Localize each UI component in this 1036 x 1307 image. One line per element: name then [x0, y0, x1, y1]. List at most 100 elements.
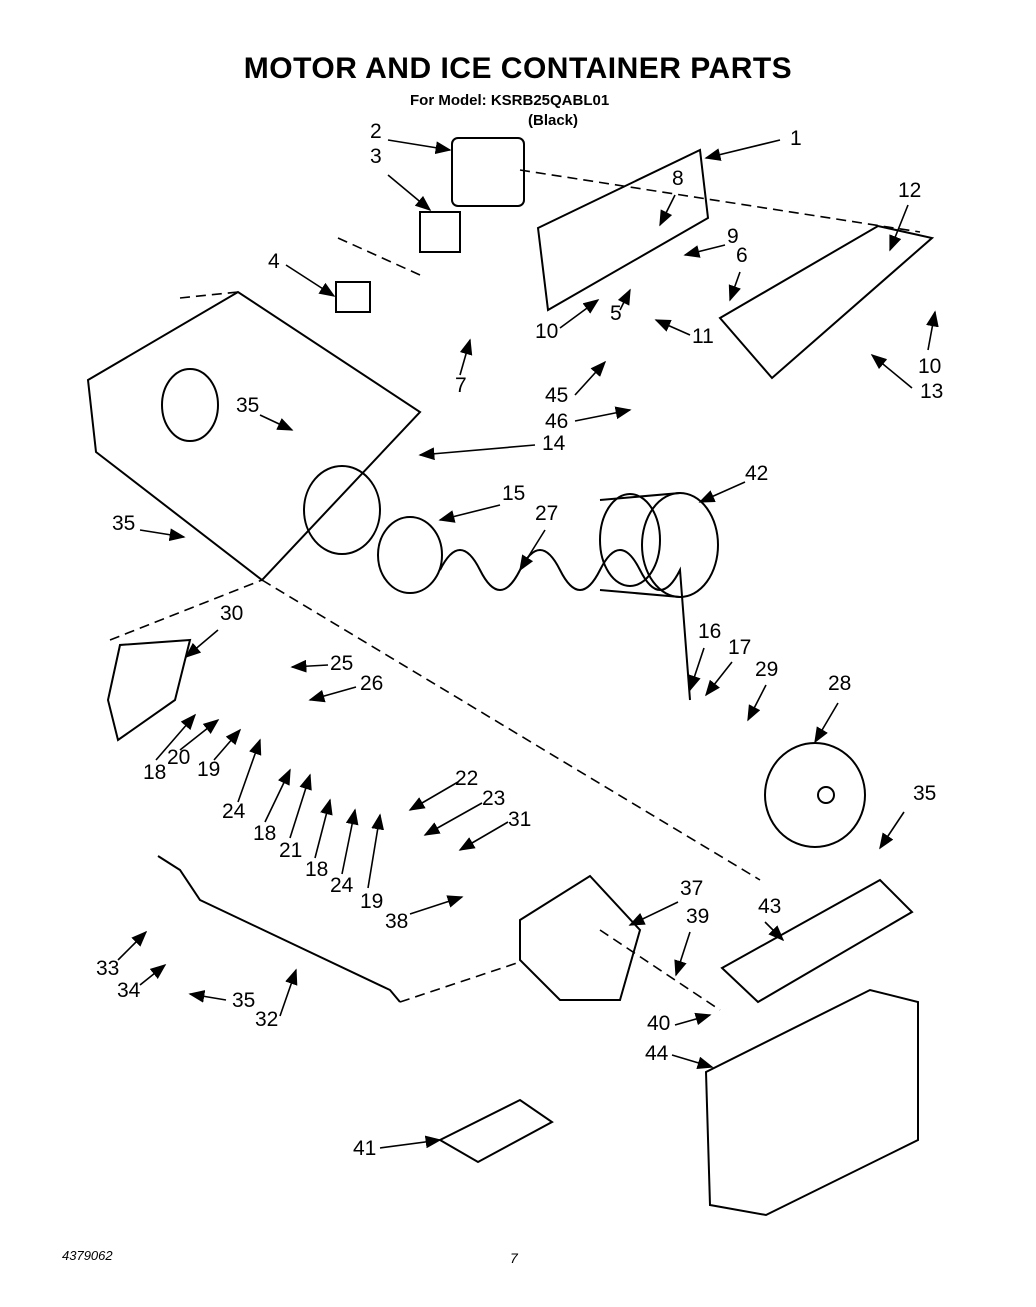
part-number-label: 18	[305, 858, 328, 881]
part-number-label: 11	[692, 325, 714, 348]
leader-line	[289, 773, 312, 839]
part-number-label: 3	[370, 145, 382, 168]
top-cover	[718, 224, 935, 380]
leader-line	[459, 338, 473, 376]
leader-line	[409, 895, 464, 915]
part-number-label: 20	[167, 746, 190, 769]
leader-line	[688, 647, 705, 692]
part-number-label: 4	[268, 250, 280, 273]
leader-line	[889, 204, 909, 252]
callout-c20: 20	[167, 719, 220, 769]
part-number-label: 10	[535, 320, 558, 343]
leader-line	[764, 921, 785, 942]
callout-c3: 3	[370, 145, 432, 212]
part-number-label: 33	[96, 957, 119, 980]
leader-line	[155, 713, 197, 761]
callout-c34: 34	[117, 964, 167, 1002]
ice-container	[86, 290, 422, 582]
callout-c46: 46	[545, 406, 632, 433]
callout-c41: 41	[353, 1135, 442, 1160]
model-line: For Model: KSRB25QABL01	[410, 92, 610, 109]
leader-line	[285, 264, 336, 297]
part-number-label: 44	[645, 1042, 669, 1065]
part-number-label: 34	[117, 979, 141, 1002]
callout-c11: 11	[654, 319, 714, 348]
container-opening	[303, 465, 381, 555]
part-number-label: 19	[360, 890, 383, 913]
color-line: (Black)	[528, 112, 579, 129]
part-number-label: 41	[353, 1137, 376, 1160]
callout-c30: 30	[184, 602, 243, 659]
part-number-label: 13	[920, 380, 943, 403]
part-number-label: 5	[610, 302, 622, 325]
callout-c13: 13	[870, 353, 943, 403]
part-number-label: 8	[672, 167, 684, 190]
callout-c2: 2	[370, 120, 452, 155]
page-number: 7	[510, 1250, 518, 1266]
callout-c24a: 24	[222, 738, 262, 823]
leader-line	[184, 629, 219, 659]
part-number-label: 6	[736, 244, 748, 267]
part-number-label: 18	[253, 822, 276, 845]
part-number-label: 25	[330, 652, 353, 675]
leader-line	[628, 901, 679, 926]
callout-c35b: 35	[112, 512, 186, 542]
front-cover	[704, 988, 919, 1217]
part-number-label: 30	[220, 602, 243, 625]
callout-c16: 16	[688, 620, 721, 692]
leader-line	[117, 930, 148, 961]
part-number-label: 43	[758, 895, 781, 918]
part-number-label: 23	[482, 787, 505, 810]
leader-line	[654, 319, 691, 336]
leader-line	[747, 684, 767, 722]
callout-c29: 29	[747, 658, 778, 722]
gear-housing	[519, 874, 642, 1001]
leader-line	[188, 990, 227, 1003]
callout-c37: 37	[628, 877, 703, 926]
callout-c22: 22	[408, 767, 478, 811]
callout-c45: 45	[545, 360, 607, 407]
callout-c9: 9	[683, 225, 739, 258]
callout-c19a: 19	[197, 728, 242, 781]
leader-line	[617, 288, 631, 311]
callout-c6: 6	[728, 244, 748, 302]
leader-line	[290, 659, 329, 673]
part-number-label: 14	[542, 432, 566, 455]
part-number-label: 37	[680, 877, 703, 900]
part-number-label: 38	[385, 910, 408, 933]
part-number-label: 35	[232, 989, 255, 1012]
document-number: 4379062	[62, 1248, 113, 1263]
callout-c44: 44	[645, 1042, 714, 1069]
callout-c1: 1	[704, 127, 802, 161]
leader-line	[264, 768, 291, 823]
callout-c10b: 10	[918, 310, 941, 378]
leader-line	[418, 444, 536, 461]
callout-c7: 7	[455, 338, 473, 397]
part-number-label: 46	[545, 410, 568, 433]
callout-c18c: 18	[305, 798, 333, 881]
callout-c35d: 35	[188, 989, 255, 1012]
leader-line	[674, 1012, 712, 1026]
leader-line	[139, 964, 167, 986]
motor-plate	[536, 148, 710, 312]
callout-c24b: 24	[330, 808, 359, 897]
leader-line	[387, 139, 452, 155]
leader-line	[705, 661, 733, 697]
callout-c25: 25	[290, 652, 353, 675]
leader-line	[683, 244, 726, 258]
auger-spring	[439, 549, 691, 701]
part-number-label: 35	[913, 782, 936, 805]
leader-line	[308, 686, 357, 703]
leader-line	[704, 139, 781, 161]
leader-line	[574, 406, 632, 422]
part-number-label: 45	[545, 384, 568, 407]
part-number-label: 26	[360, 672, 383, 695]
callout-c35a: 35	[236, 394, 294, 431]
callout-c38: 38	[385, 895, 464, 933]
drip-tray	[437, 1098, 554, 1164]
callout-c31: 31	[458, 808, 531, 851]
leader-line	[574, 360, 607, 396]
callout-c10a: 10	[535, 299, 600, 343]
part-number-label: 1	[790, 127, 802, 150]
